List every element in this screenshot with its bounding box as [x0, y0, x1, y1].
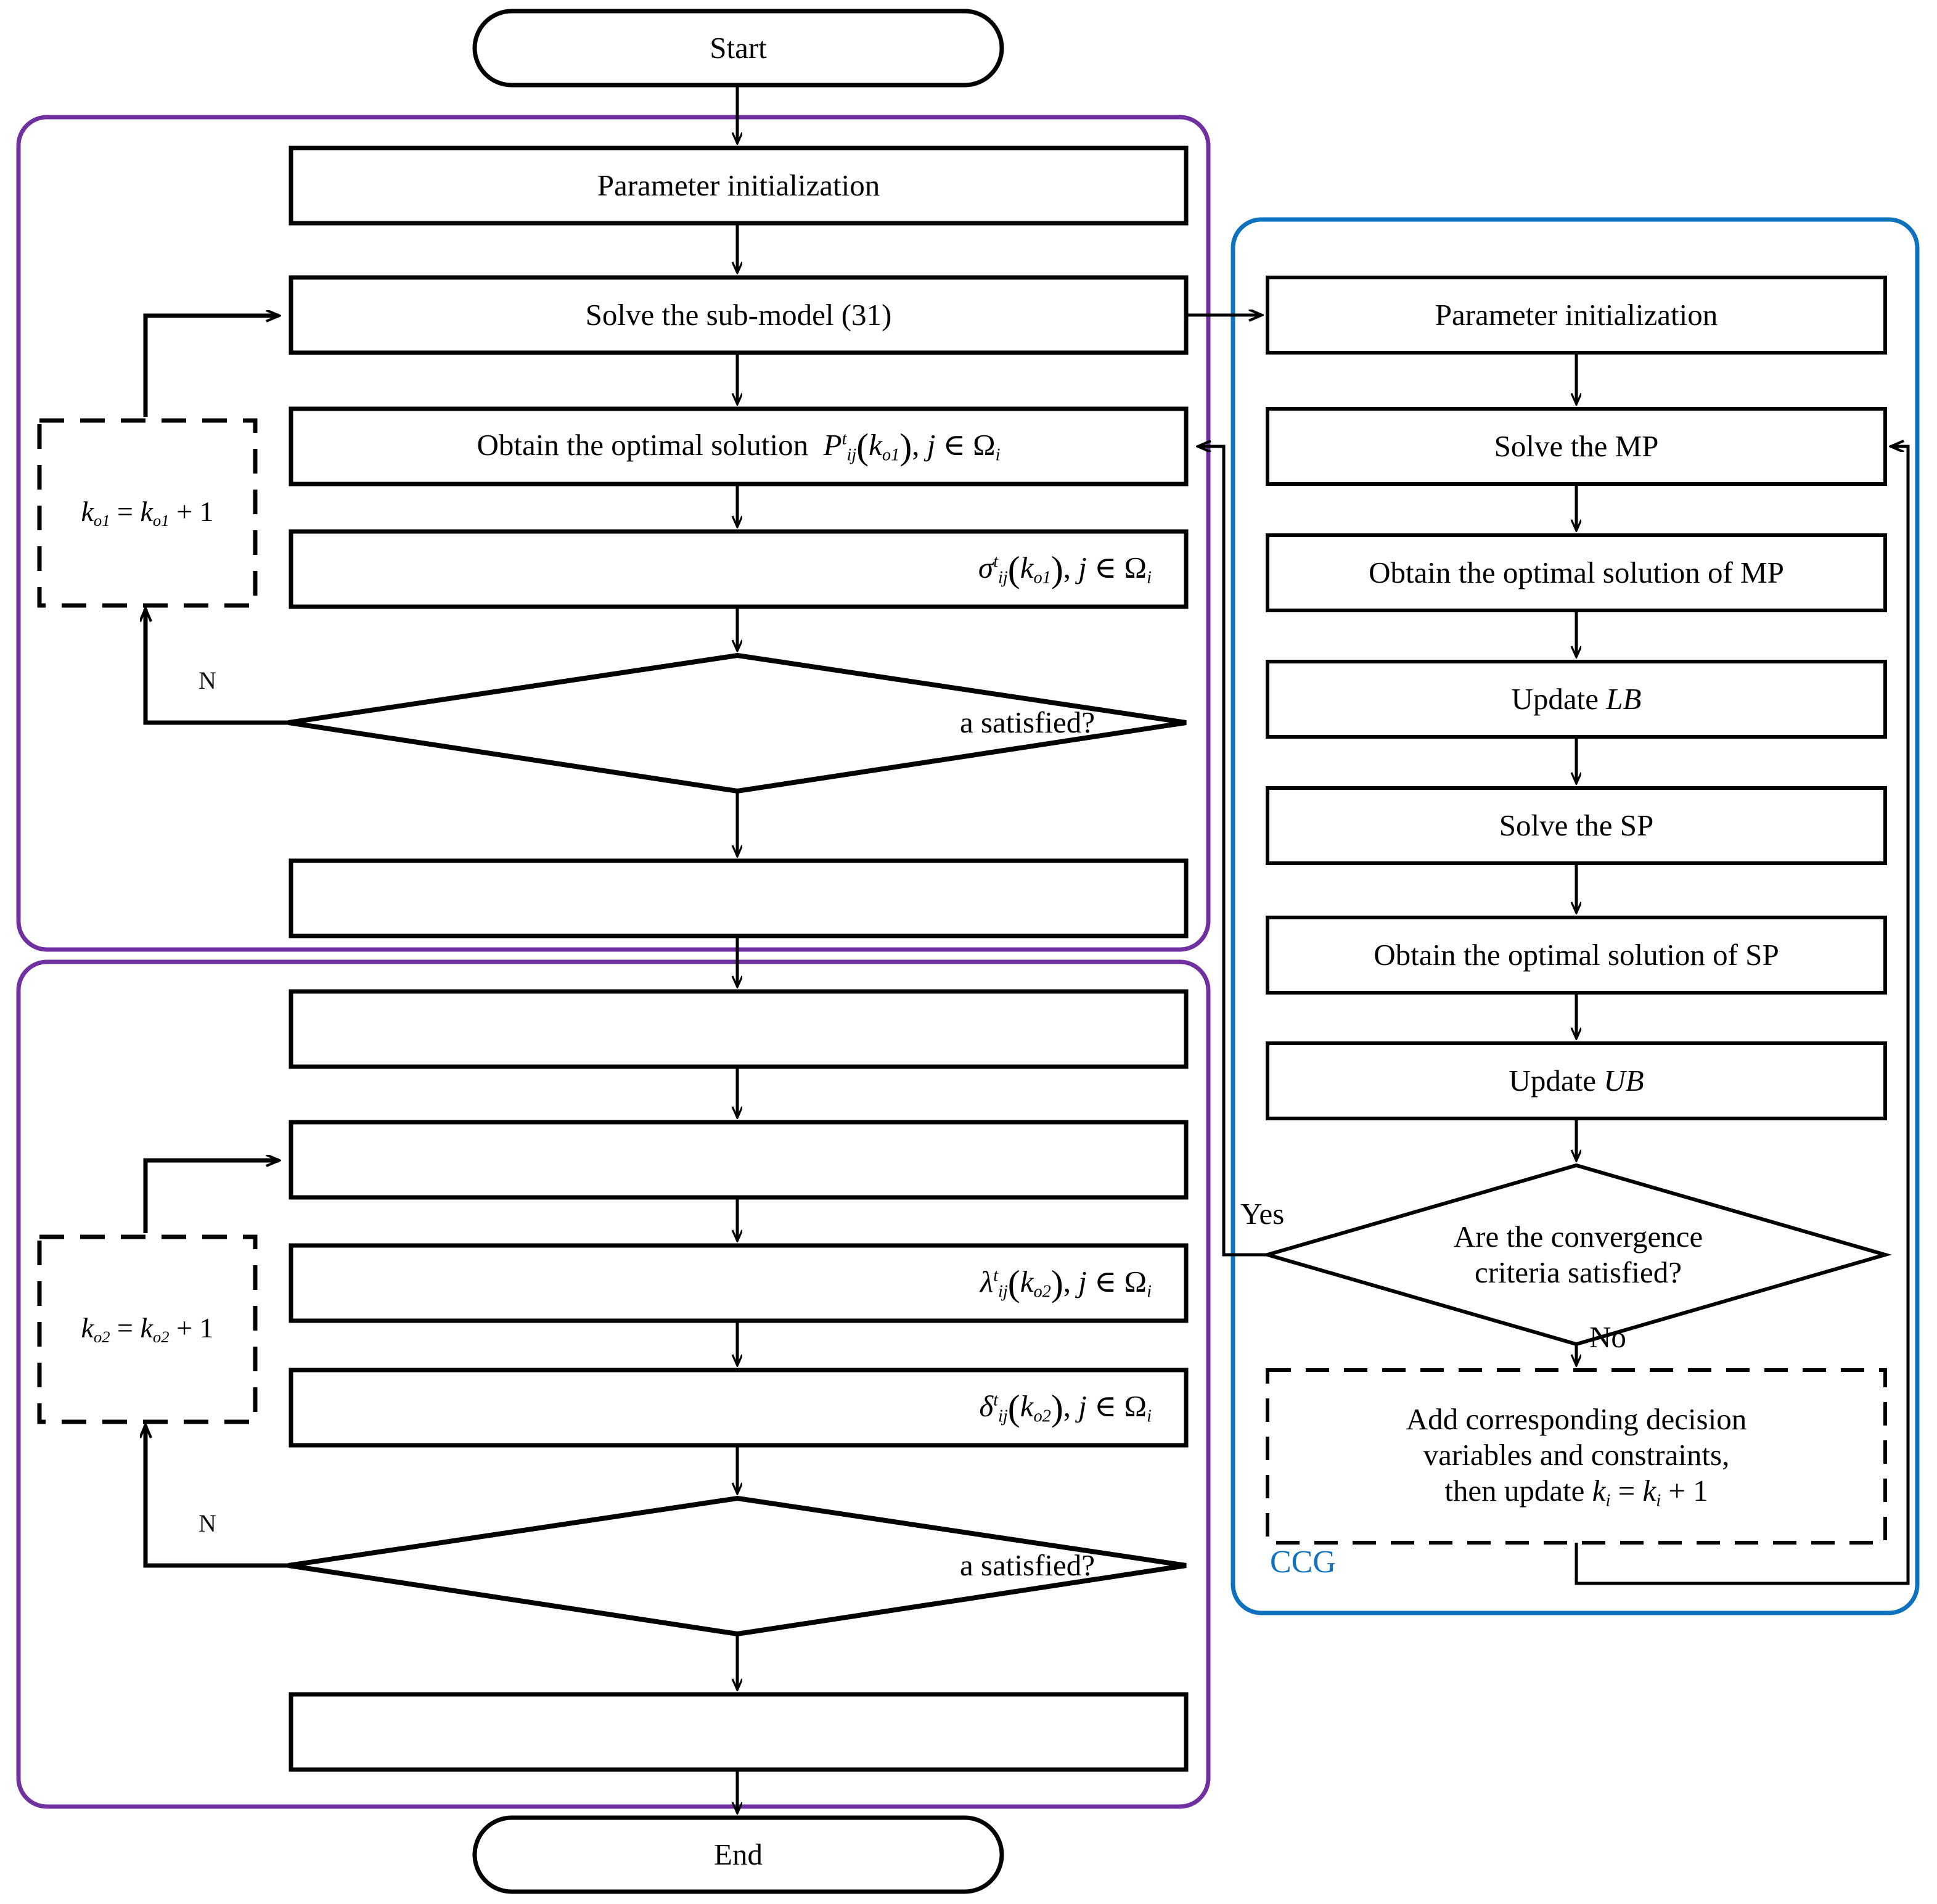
ccg-solve-sp-shape: [1266, 786, 1887, 865]
decision-a-2-node: a satisfied?: [432, 1535, 1140, 1596]
ccg-update-lb-shape: [1266, 660, 1887, 739]
delta-node-shape: [289, 1368, 1189, 1448]
start-terminator: Start: [475, 11, 1002, 85]
lb-symbol: LB: [1606, 682, 1642, 716]
blank-node-3: [291, 1122, 1186, 1197]
param-init-1-label: Parameter initialization: [597, 168, 880, 203]
ccg-obtain-mp-shape: [1266, 533, 1887, 612]
param-init-1-shape: [289, 146, 1189, 226]
decision-1-loop-fragment: N: [199, 667, 216, 694]
k-o1-update-node: ko1 = ko1 + 1: [39, 421, 255, 605]
sigma-node-math: σtij(ko1), j ∈ Ωi: [978, 548, 1152, 589]
ccg-solve-sp-node: Solve the SP: [1267, 788, 1885, 863]
ccg-update-lb-label: Update LB: [1511, 682, 1642, 716]
ccg-obtain-sp-shape: [1266, 916, 1887, 995]
end-label: End: [714, 1837, 763, 1872]
ccg-param-init-shape: [1266, 276, 1887, 355]
edge-decision-2-loop: [145, 1426, 289, 1568]
obtain-optimal-P-label: Obtain the optimal solution Ptij(ko1), j…: [477, 425, 1001, 467]
blank-node-4: [291, 1694, 1186, 1770]
ccg-obtain-mp-label: Obtain the optimal solution of MP: [1369, 556, 1784, 590]
obtain-optimal-P-node: Obtain the optimal solution Ptij(ko1), j…: [291, 409, 1186, 484]
ub-symbol: UB: [1603, 1064, 1644, 1098]
end-terminator: End: [475, 1818, 1002, 1892]
math-P: Ptij: [823, 427, 857, 465]
ccg-yes-label: Yes: [1240, 1197, 1285, 1231]
edge-k-o1-to-solve-submodel: [143, 316, 279, 417]
group-outline-ccg: [1231, 217, 1920, 1615]
ccg-update-lb-node: Update LB: [1267, 662, 1885, 737]
k-o2-update-math: ko2 = ko2 + 1: [81, 1312, 214, 1347]
ccg-param-init-label: Parameter initialization: [1435, 298, 1718, 332]
lambda-node-math: λtij(ko2), j ∈ Ωi: [980, 1262, 1152, 1303]
ccg-obtain-mp-node: Obtain the optimal solution of MP: [1267, 535, 1885, 610]
edge-ccg-update-to-mp: [1575, 446, 1910, 1585]
blank-node-3-shape: [289, 1120, 1189, 1200]
ccg-solve-mp-shape: [1266, 407, 1887, 486]
ccg-obtain-sp-node: Obtain the optimal solution of SP: [1267, 917, 1885, 993]
param-init-1-node: Parameter initialization: [291, 148, 1186, 223]
blank-node-2: [291, 991, 1186, 1067]
edge-decision-1-loop: [145, 609, 289, 725]
ccg-add-vars-shape: [1266, 1368, 1887, 1545]
decision-a-2-label: a satisfied?: [959, 1548, 1095, 1583]
ccg-add-vars-node: Add corresponding decision variables and…: [1267, 1370, 1885, 1543]
solve-submodel-31-shape: [289, 275, 1189, 355]
end-terminator-shape: [472, 1815, 1004, 1894]
ccg-convergence-label: Are the convergence criteria satisfied?: [1453, 1220, 1703, 1289]
ccg-group-label: CCG: [1270, 1545, 1336, 1580]
ccg-param-init-node: Parameter initialization: [1267, 277, 1885, 353]
start-label: Start: [710, 31, 767, 65]
group-outline-upper: [16, 115, 1211, 952]
sigma-node: σtij(ko1), j ∈ Ωi: [291, 531, 1186, 607]
blank-node-1-shape: [289, 858, 1189, 938]
ccg-add-vars-label: Add corresponding decision variables and…: [1406, 1402, 1747, 1511]
ccg-update-ub-label: Update UB: [1509, 1064, 1644, 1098]
ccg-update-ub-node: Update UB: [1267, 1043, 1885, 1118]
ccg-convergence-node: Are the convergence criteria satisfied?: [1344, 1193, 1812, 1316]
decision-a-1-label: a satisfied?: [959, 705, 1095, 740]
ccg-obtain-sp-label: Obtain the optimal solution of SP: [1374, 938, 1779, 972]
ccg-no-label: No: [1589, 1320, 1626, 1354]
blank-node-4-shape: [289, 1692, 1189, 1772]
group-outline-lower: [16, 959, 1211, 1809]
edge-k-o2-to-blank-3: [143, 1160, 279, 1233]
solve-submodel-31-label: Solve the sub-model (31): [585, 298, 892, 332]
ccg-solve-mp-node: Solve the MP: [1267, 409, 1885, 484]
delta-node: δtij(ko2), j ∈ Ωi: [291, 1370, 1186, 1445]
k-o2-update-shape: [37, 1234, 258, 1424]
ki-math: ki: [1592, 1473, 1611, 1511]
lambda-node: λtij(ko2), j ∈ Ωi: [291, 1245, 1186, 1321]
k-o2-update-node: ko2 = ko2 + 1: [39, 1237, 255, 1422]
k-o1-update-shape: [37, 418, 258, 608]
decision-a-1-node: a satisfied?: [432, 692, 1140, 753]
blank-node-2-shape: [289, 989, 1189, 1069]
solve-submodel-31-node: Solve the sub-model (31): [291, 277, 1186, 353]
blank-node-1: [291, 861, 1186, 936]
sigma-node-shape: [289, 529, 1189, 609]
edge-ccg-decision-yes-to-obtain-P: [1198, 446, 1267, 1257]
decision-2-loop-fragment: N: [199, 1509, 216, 1537]
ccg-solve-mp-label: Solve the MP: [1494, 429, 1659, 464]
k-o1-update-math: ko1 = ko1 + 1: [81, 496, 214, 530]
ccg-solve-sp-label: Solve the SP: [1499, 808, 1654, 843]
delta-node-math: δtij(ko2), j ∈ Ωi: [979, 1387, 1152, 1428]
